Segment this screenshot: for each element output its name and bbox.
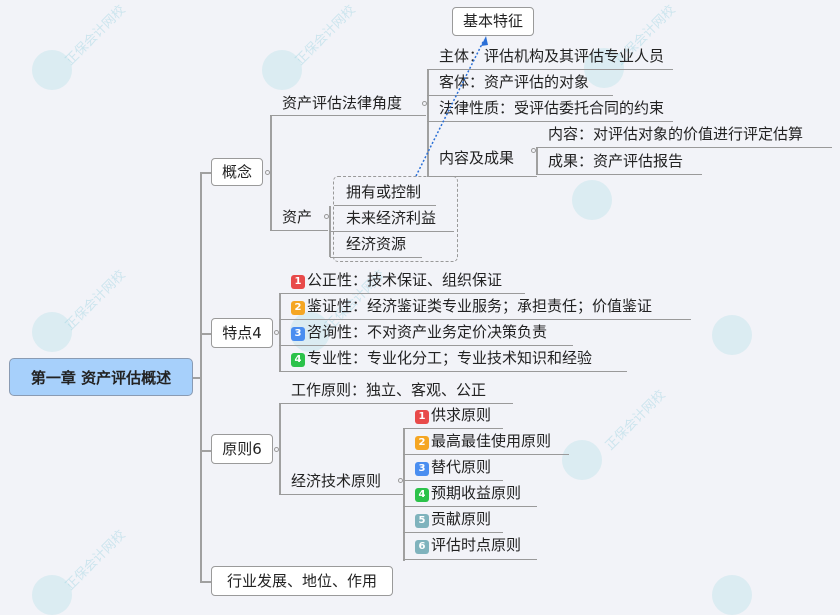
arrowhead-icon bbox=[481, 36, 488, 46]
connector bbox=[270, 172, 272, 174]
badge-3-icon: 3 bbox=[415, 462, 429, 476]
badge-1-icon: 1 bbox=[291, 275, 305, 289]
badge-6-icon: 6 bbox=[415, 540, 429, 554]
watermark-logo-icon bbox=[712, 315, 752, 355]
badge-3-icon: 3 bbox=[291, 327, 305, 341]
connector bbox=[329, 206, 331, 257]
collapse-toggle[interactable] bbox=[531, 148, 536, 153]
content-result-item-text: 成果：资产评估报告 bbox=[548, 152, 684, 170]
asset-item[interactable]: 拥有或控制 bbox=[334, 182, 436, 206]
badge-5-icon: 5 bbox=[415, 514, 429, 528]
topic-legal-perspective-label: 资产评估法律角度 bbox=[282, 94, 403, 112]
collapse-toggle[interactable] bbox=[274, 330, 279, 335]
connector bbox=[536, 148, 538, 175]
topic-principles[interactable]: 原则6 bbox=[211, 434, 273, 464]
legal-item[interactable]: 主体：评估机构及其评估专业人员 bbox=[427, 46, 673, 70]
legal-item[interactable]: 法律性质：受评估委托合同的约束 bbox=[427, 98, 673, 122]
boundary-basic-features bbox=[333, 176, 458, 262]
asset-item-text: 经济资源 bbox=[346, 235, 407, 253]
watermark-logo-icon bbox=[262, 50, 302, 90]
content-result-item[interactable]: 内容：对评估对象的价值进行评定估算 bbox=[536, 124, 832, 148]
econ-principle-text: 贡献原则 bbox=[431, 510, 492, 528]
collapse-toggle[interactable] bbox=[324, 214, 329, 219]
econ-principle-text: 替代原则 bbox=[431, 458, 492, 476]
legal-item-text: 主体：评估机构及其评估专业人员 bbox=[439, 47, 665, 65]
feature-item-text: 鉴证性：经济鉴证类专业服务；承担责任；价值鉴证 bbox=[307, 297, 653, 315]
badge-2-icon: 2 bbox=[415, 436, 429, 450]
econ-principle-text: 预期收益原则 bbox=[431, 484, 522, 502]
collapse-toggle[interactable] bbox=[422, 101, 427, 106]
connector bbox=[403, 429, 405, 561]
legal-item-text: 客体：资产评估的对象 bbox=[439, 73, 590, 91]
badge-4-icon: 4 bbox=[291, 353, 305, 367]
econ-principle-text: 供求原则 bbox=[431, 406, 492, 424]
asset-item-text: 未来经济利益 bbox=[346, 209, 437, 227]
connector-trunk bbox=[200, 172, 202, 582]
topic-features[interactable]: 特点4 bbox=[211, 318, 273, 348]
connector bbox=[200, 172, 211, 174]
watermark-logo-icon bbox=[562, 440, 602, 480]
asset-item[interactable]: 经济资源 bbox=[330, 234, 422, 258]
connector bbox=[200, 333, 211, 335]
content-result-item[interactable]: 成果：资产评估报告 bbox=[536, 151, 702, 175]
connector bbox=[279, 403, 281, 495]
topic-content-result[interactable]: 内容及成果 bbox=[427, 139, 537, 177]
connector bbox=[200, 450, 211, 452]
asset-item-text: 拥有或控制 bbox=[346, 183, 422, 201]
legal-item-text: 法律性质：受评估委托合同的约束 bbox=[439, 99, 665, 117]
callout-basic-features[interactable]: 基本特征 bbox=[452, 7, 534, 36]
topic-content-result-label: 内容及成果 bbox=[439, 149, 515, 167]
topic-asset-label: 资产 bbox=[282, 208, 313, 226]
badge-4-icon: 4 bbox=[415, 488, 429, 502]
connector bbox=[193, 377, 201, 379]
topic-industry[interactable]: 行业发展、地位、作用 bbox=[211, 566, 393, 596]
collapse-toggle[interactable] bbox=[398, 478, 403, 483]
collapse-toggle[interactable] bbox=[274, 447, 279, 452]
root-topic[interactable]: 第一章 资产评估概述 bbox=[9, 358, 193, 396]
topic-econ-principles[interactable]: 经济技术原则 bbox=[279, 471, 404, 495]
econ-principle-text: 最高最佳使用原则 bbox=[431, 432, 552, 450]
legal-item[interactable]: 客体：资产评估的对象 bbox=[427, 72, 613, 96]
econ-principle-text: 评估时点原则 bbox=[431, 536, 522, 554]
collapse-toggle[interactable] bbox=[265, 170, 270, 175]
feature-item-text: 咨询性：不对资产业务定价决策负责 bbox=[307, 323, 548, 341]
content-result-item-text: 内容：对评估对象的价值进行评定估算 bbox=[548, 125, 804, 143]
watermark-logo-icon bbox=[32, 50, 72, 90]
feature-item-text: 专业性：专业化分工；专业技术知识和经验 bbox=[307, 349, 593, 367]
work-principle-text: 工作原则：独立、客观、公正 bbox=[291, 381, 487, 399]
topic-concept[interactable]: 概念 bbox=[211, 158, 263, 186]
badge-2-icon: 2 bbox=[291, 301, 305, 315]
watermark-logo-icon bbox=[584, 48, 624, 88]
watermark-logo-icon bbox=[32, 312, 72, 352]
asset-item[interactable]: 未来经济利益 bbox=[330, 208, 454, 232]
connector bbox=[279, 293, 281, 372]
badge-1-icon: 1 bbox=[415, 410, 429, 424]
work-principle[interactable]: 工作原则：独立、客观、公正 bbox=[279, 380, 513, 404]
topic-asset[interactable]: 资产 bbox=[270, 207, 328, 231]
topic-econ-principles-label: 经济技术原则 bbox=[291, 472, 382, 490]
connector bbox=[200, 581, 211, 583]
topic-legal-perspective[interactable]: 资产评估法律角度 bbox=[270, 93, 426, 116]
watermark-logo-icon bbox=[572, 180, 612, 220]
feature-item-text: 公正性：技术保证、组织保证 bbox=[307, 271, 503, 289]
connector bbox=[427, 70, 429, 177]
